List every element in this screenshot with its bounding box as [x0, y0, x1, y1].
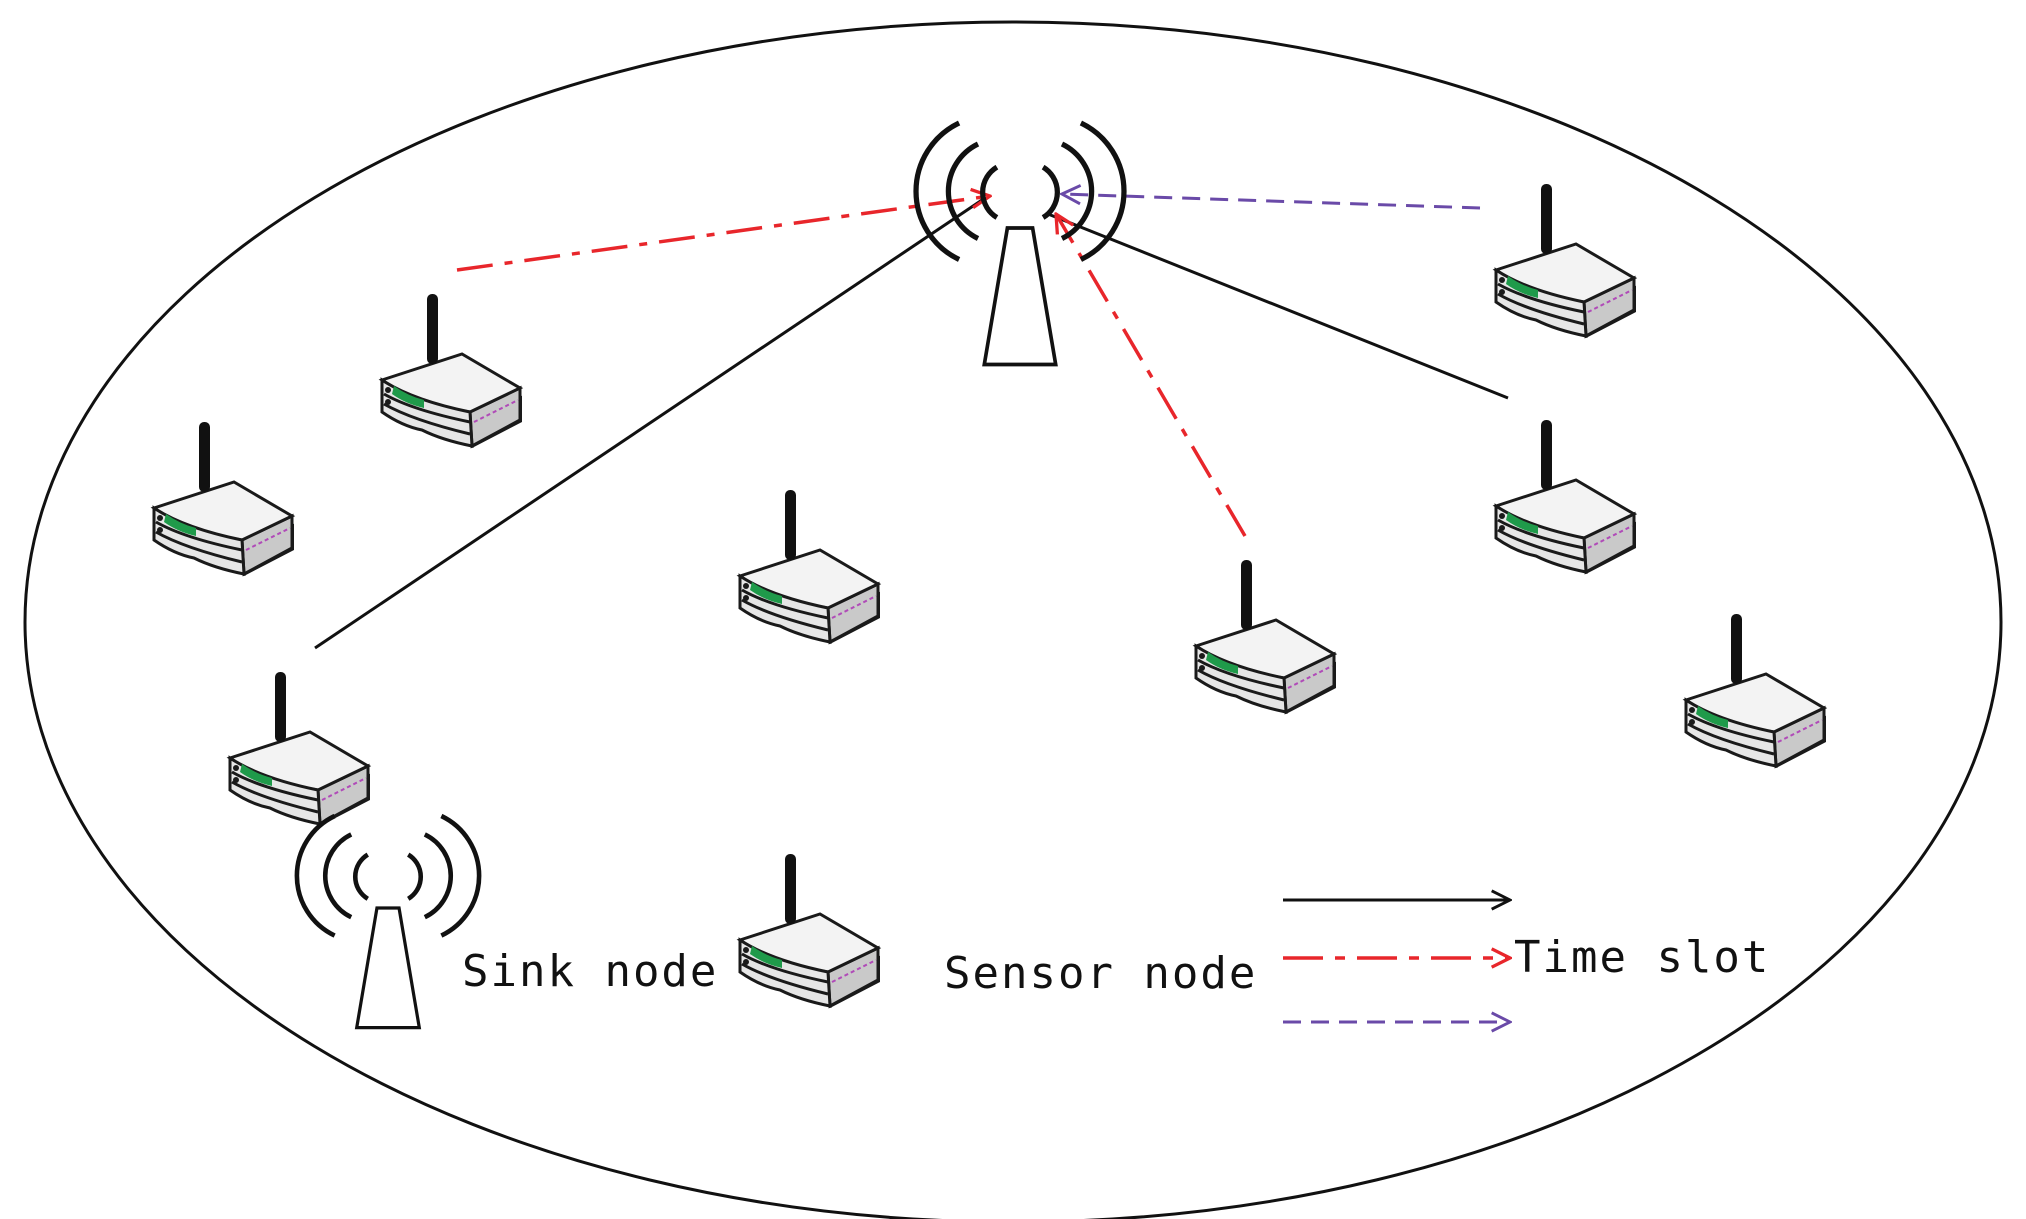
sensor-router-icon — [1494, 418, 1638, 576]
solid-link-right — [1047, 212, 1509, 400]
purple-dashed-link — [1062, 194, 1481, 210]
legend-time-slot-label: Time slot — [1514, 932, 1771, 983]
network-boundary — [23, 20, 2003, 1219]
sensor-router-icon — [1494, 182, 1638, 340]
sink-tower-icon — [916, 123, 1124, 365]
sensor-router-icon — [738, 488, 882, 646]
sensor-router-icon — [380, 292, 524, 450]
red-dashed-link-left — [456, 196, 990, 272]
legend-sink-label: Sink node — [462, 946, 719, 997]
sensor-router-icon — [1194, 558, 1338, 716]
red-dashed-link-center — [1056, 214, 1247, 537]
solid-link-left — [314, 196, 986, 650]
legend-sensor-label: Sensor node — [944, 948, 1258, 999]
sensor-router-icon — [228, 670, 372, 828]
sensor-router-icon — [152, 420, 296, 578]
legend-sensor-icon — [738, 852, 882, 1010]
legend-sink-icon — [297, 816, 479, 1028]
sensor-router-icon — [1684, 612, 1828, 770]
